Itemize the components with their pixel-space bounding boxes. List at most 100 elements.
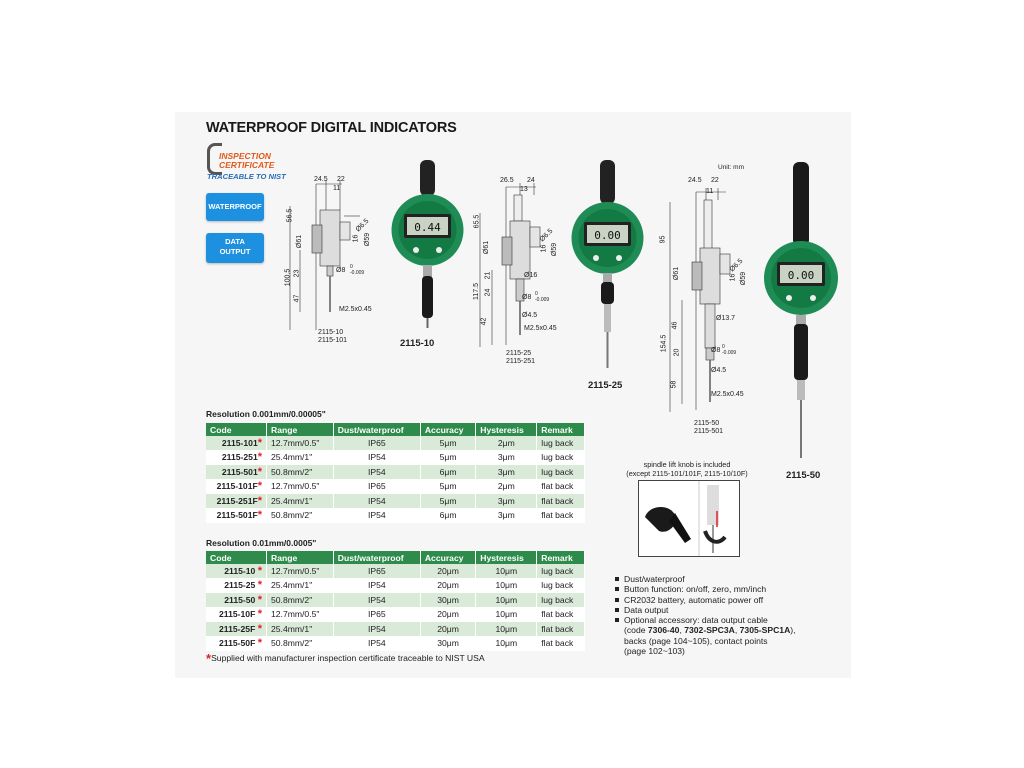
accuracy-cell: 5μm <box>420 450 477 465</box>
drawing-code: 2115-501 <box>694 428 724 435</box>
range-cell: 12.7mm/0.5" <box>266 564 334 579</box>
technical-drawing-2115-25 <box>479 183 541 347</box>
dim-label: 22 <box>711 177 719 184</box>
hysteresis-cell: 10μm <box>475 621 538 637</box>
star-icon: * <box>206 651 212 666</box>
dim-label: Ø8 <box>522 294 532 301</box>
table-row: 2115-10F * 12.7mm/0.5" IP65 20μm 10μm fl… <box>206 607 585 622</box>
code-text: 2115-101 <box>221 437 258 448</box>
column-header: Remark <box>536 551 585 564</box>
code-text: 2115-25 <box>224 580 256 591</box>
range-cell: 25.4mm/1" <box>266 493 334 509</box>
resolution-heading-1: Resolution 0.001mm/0.00005" <box>206 409 326 419</box>
star-icon: * <box>257 465 262 478</box>
digital-indicator-photo-2115-25: 0.00 <box>571 160 644 368</box>
drawing-code: 2115-25 <box>506 350 532 357</box>
star-icon: * <box>257 564 262 577</box>
dim-label: 24 <box>527 177 535 184</box>
dim-label: -0.009 <box>535 297 550 303</box>
star-icon: * <box>257 622 262 635</box>
table-row: 2115-25F * 25.4mm/1" IP54 20μm 10μm flat… <box>206 621 585 637</box>
ip-cell: IP54 <box>333 508 421 523</box>
code-text: 2115-25F <box>219 623 256 634</box>
hysteresis-cell: 10μm <box>475 578 538 593</box>
dim-label: Ø16 <box>524 272 538 279</box>
column-header: Dust/waterproof <box>333 551 421 564</box>
star-icon: * <box>257 593 262 606</box>
dim-label: M2.5x0.45 <box>711 391 744 398</box>
dim-label: -0.009 <box>722 350 737 356</box>
technical-drawing-2115-50 <box>669 188 731 412</box>
remark-cell: flat back <box>536 508 585 523</box>
dim-label: 0 <box>350 264 353 270</box>
dim-label: 16 <box>352 234 360 243</box>
range-cell: 25.4mm/1" <box>266 450 334 465</box>
column-header: Accuracy <box>420 551 477 564</box>
digital-indicator-photo-2115-10: 0.44 <box>391 160 464 328</box>
range-cell: 50.8mm/2" <box>266 508 334 523</box>
dim-label: Ø8 <box>711 347 721 354</box>
feature-item: CR2032 battery, automatic power off <box>614 595 844 605</box>
code-cell: 2115-501F* <box>206 508 267 523</box>
remark-cell: flat back <box>536 636 585 651</box>
hysteresis-cell: 3μm <box>475 464 538 480</box>
drawing-code: 2115-251 <box>506 358 536 365</box>
digital-indicator-photo-2115-50: 0.00 <box>764 162 838 458</box>
code-cell: 2115-101F* <box>206 479 267 494</box>
dim-label: 56.5 <box>286 208 294 223</box>
knob-caption-line-1: spindle lift knob is included <box>643 460 731 469</box>
range-cell: 12.7mm/0.5" <box>266 479 334 494</box>
lcd-reading: 0.00 <box>594 229 621 242</box>
star-icon: * <box>257 509 262 522</box>
dim-label: Ø4.5 <box>522 312 538 319</box>
dim-label: 24 <box>484 288 492 297</box>
accuracy-cell: 30μm <box>420 592 477 608</box>
accuracy-cell: 5μm <box>420 436 477 451</box>
table-row: 2115-501* 50.8mm/2" IP54 6μm 3μm lug bac… <box>206 464 585 480</box>
code-cell: 2115-501* <box>206 464 267 480</box>
dim-label: 24.5 <box>688 177 702 184</box>
dim-label: 24.5 <box>314 176 328 183</box>
dim-label: 22 <box>337 176 345 183</box>
dim-label: -0.009 <box>350 270 365 276</box>
table-row: 2115-101F* 12.7mm/0.5" IP65 5μm 2μm flat… <box>206 479 585 494</box>
dim-label: M2.5x0.45 <box>339 306 372 313</box>
accessory-line-2: (code 7306-40, 7302-SPC3A, 7305-SPC1A), <box>624 625 844 635</box>
code-text: 2115-251F <box>216 495 258 506</box>
accessory-text: , <box>734 625 740 636</box>
dim-label: Ø13.7 <box>716 315 736 322</box>
range-cell: 25.4mm/1" <box>266 578 334 593</box>
feature-item: Button function: on/off, zero, mm/inch <box>614 584 844 594</box>
drawing-code: 2115-101 <box>318 337 348 344</box>
star-icon: * <box>257 480 262 493</box>
accuracy-cell: 6μm <box>420 508 477 523</box>
dim-label: 11 <box>333 185 341 192</box>
remark-cell: flat back <box>536 607 585 622</box>
accessory-text: (code <box>624 625 648 636</box>
code-cell: 2115-251F* <box>206 493 267 509</box>
remark-cell: flat back <box>536 493 585 509</box>
ip-cell: IP54 <box>333 493 421 509</box>
star-icon: * <box>257 608 262 621</box>
hysteresis-cell: 3μm <box>475 508 538 523</box>
ip-cell: IP65 <box>333 479 421 494</box>
dim-label: Ø4.5 <box>711 367 727 374</box>
resolution-heading-2: Resolution 0.01mm/0.0005" <box>206 538 317 548</box>
column-header: Dust/waterproof <box>333 423 421 436</box>
table-row: 2115-101* 12.7mm/0.5" IP65 5μm 2μm lug b… <box>206 436 585 451</box>
ip-cell: IP65 <box>333 436 421 451</box>
knob-photo-frame <box>638 480 740 557</box>
code-cell: 2115-251* <box>206 450 267 465</box>
data-output-line-1: DATA <box>225 237 245 246</box>
dim-label: 21 <box>484 271 492 280</box>
ip-cell: IP54 <box>333 450 421 465</box>
spec-table-1: Code Range Dust/waterproof Accuracy Hyst… <box>206 423 585 523</box>
dim-label: 13 <box>520 186 528 193</box>
table-row: 2115-50F * 50.8mm/2" IP54 30μm 10μm flat… <box>206 636 585 651</box>
accuracy-cell: 20μm <box>420 564 477 579</box>
hysteresis-cell: 3μm <box>475 493 538 509</box>
accuracy-cell: 20μm <box>420 621 477 637</box>
model-label: 2115-25 <box>588 380 623 391</box>
accuracy-cell: 6μm <box>420 464 477 480</box>
certificate-line-3: TRACEABLE TO NIST <box>207 172 286 181</box>
